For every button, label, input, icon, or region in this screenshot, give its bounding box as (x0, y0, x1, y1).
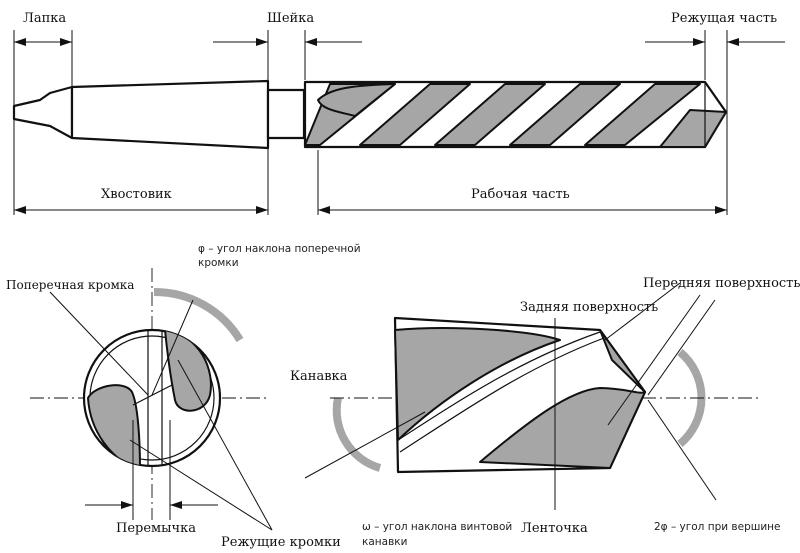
label-rezhushchaya-chast: Режущая часть (671, 11, 777, 26)
label-phi-angle-1: φ – угол наклона поперечной (198, 243, 361, 255)
label-poperechnaya-kromka: Поперечная кромка (6, 278, 134, 292)
end-flute-right (164, 330, 212, 412)
label-omega-angle-2: канавки (362, 536, 407, 548)
label-rabochaya-chast: Рабочая часть (471, 187, 570, 202)
tip-flute-upper (394, 327, 561, 441)
omega-angle-arc (332, 397, 382, 472)
tip-flute-lower (479, 387, 646, 469)
label-khvostovik: Хвостовик (101, 187, 172, 202)
label-omega-angle-1: ω – угол наклона винтовой (362, 521, 512, 533)
top-dimensions (13, 30, 785, 215)
drill-shank (70, 79, 270, 150)
drill-flutes (305, 83, 726, 147)
label-lapka: Лапка (23, 11, 66, 26)
label-perednyaya-poverkhnost: Передняя поверхность (643, 276, 800, 291)
label-sheika: Шейка (267, 11, 314, 26)
drill-neck (266, 88, 306, 140)
label-peremychka: Перемычка (116, 521, 196, 536)
end-flute-left (87, 384, 141, 466)
label-kanavka: Канавка (290, 369, 348, 384)
phi-angle-arc (153, 287, 244, 343)
drill-side-view (12, 79, 728, 150)
label-rezhushchie-kromki: Режущие кромки (221, 535, 341, 550)
label-phi-angle-2: кромки (198, 257, 239, 269)
drill-tip-detail (304, 282, 760, 510)
label-lentochka: Ленточка (521, 521, 588, 536)
drill-end-view (30, 268, 273, 531)
drill-tang (12, 85, 74, 140)
label-two-phi-angle: 2φ – угол при вершине (654, 521, 781, 533)
label-zadnyaya-poverkhnost: Задняя поверхность (520, 300, 658, 315)
tip-rake-face (599, 329, 646, 393)
